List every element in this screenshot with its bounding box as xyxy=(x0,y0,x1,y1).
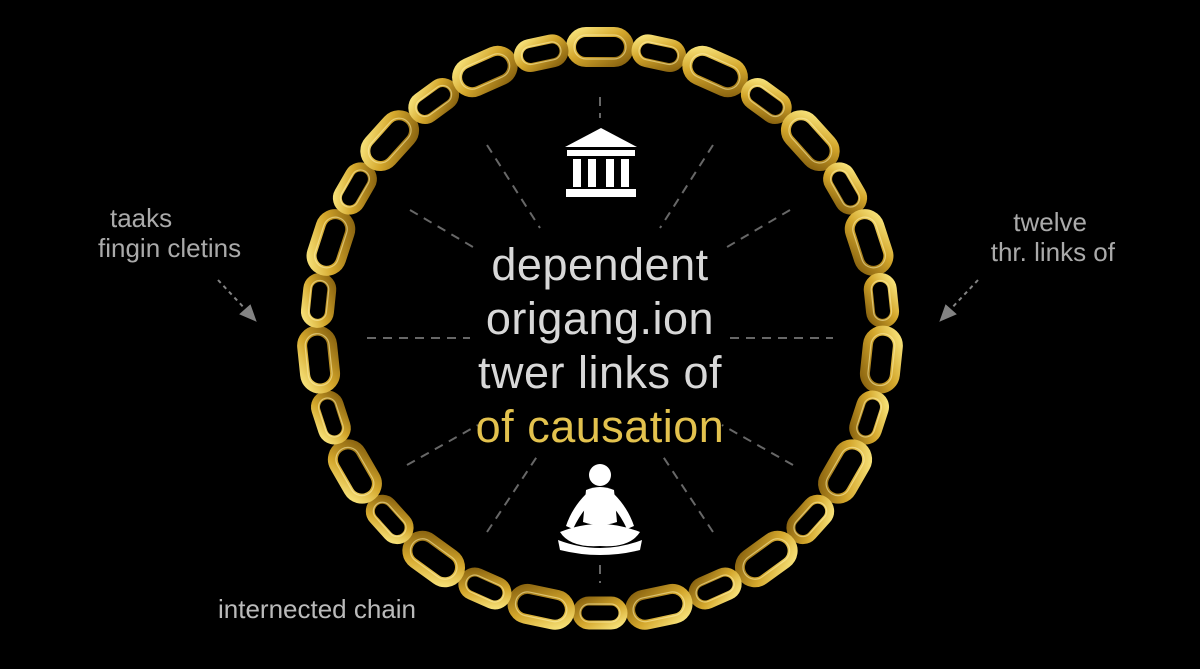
chain-link xyxy=(786,494,835,545)
left-annotation-line-2: fingin cletins xyxy=(98,232,242,263)
chain-link xyxy=(360,110,420,172)
right-annotation-line-2: thr. links of xyxy=(990,236,1115,267)
divider-line xyxy=(721,424,794,466)
chain-link xyxy=(513,34,569,72)
chain-link xyxy=(688,567,742,610)
title-highlight: of causation xyxy=(475,401,725,452)
chain-link xyxy=(631,34,687,72)
divider-line xyxy=(721,209,791,251)
chain-link xyxy=(625,583,693,630)
chain-link xyxy=(408,78,460,124)
chain-link xyxy=(863,272,900,328)
chain-link xyxy=(566,27,634,67)
right-annotation-line-1: twelve xyxy=(1013,207,1087,237)
chain-link xyxy=(818,439,873,504)
chain-link xyxy=(859,325,903,394)
title-line-1: dependent xyxy=(491,239,709,290)
left-annotation-line-1: taaks xyxy=(110,203,173,233)
chain-link xyxy=(306,209,356,276)
temple-pillars-icon xyxy=(565,128,637,197)
chain-link xyxy=(332,162,377,215)
chain-link xyxy=(507,583,575,630)
chain-link xyxy=(823,162,868,215)
chain-ring xyxy=(297,27,903,630)
left-annotation: taaks fingin cletins xyxy=(98,203,242,264)
chain-link xyxy=(297,325,341,394)
chain-link xyxy=(740,78,792,124)
divider-line xyxy=(486,144,541,229)
divider-line xyxy=(659,451,714,533)
left-pointer-arrow xyxy=(217,279,257,322)
chain-link xyxy=(365,494,414,545)
divider-line xyxy=(486,451,541,533)
chain-link xyxy=(682,45,748,98)
radial-dividers xyxy=(367,97,833,583)
divider-line xyxy=(406,424,479,466)
chain-link xyxy=(300,272,337,328)
divider-line xyxy=(409,209,479,251)
chain-link xyxy=(402,530,466,588)
chain-link xyxy=(734,530,798,588)
chain-link xyxy=(844,209,894,276)
chain-link xyxy=(780,110,840,172)
meditating-figure-icon xyxy=(558,464,642,555)
divider-line xyxy=(659,144,714,229)
chain-link xyxy=(458,567,512,610)
chain-link xyxy=(452,45,518,98)
chain-link xyxy=(327,439,382,504)
right-pointer-arrow xyxy=(939,279,979,322)
chain-link xyxy=(572,596,628,630)
right-annotation: twelve thr. links of xyxy=(990,207,1115,268)
title-line-2: origang.ion xyxy=(485,293,715,344)
chain-link xyxy=(849,390,889,445)
diagram-title: dependent origang.ion twer links of of c… xyxy=(430,238,770,454)
title-line-3: twer links of xyxy=(477,347,723,398)
chain-link xyxy=(311,390,351,445)
bottom-caption: internected chain xyxy=(218,594,417,624)
